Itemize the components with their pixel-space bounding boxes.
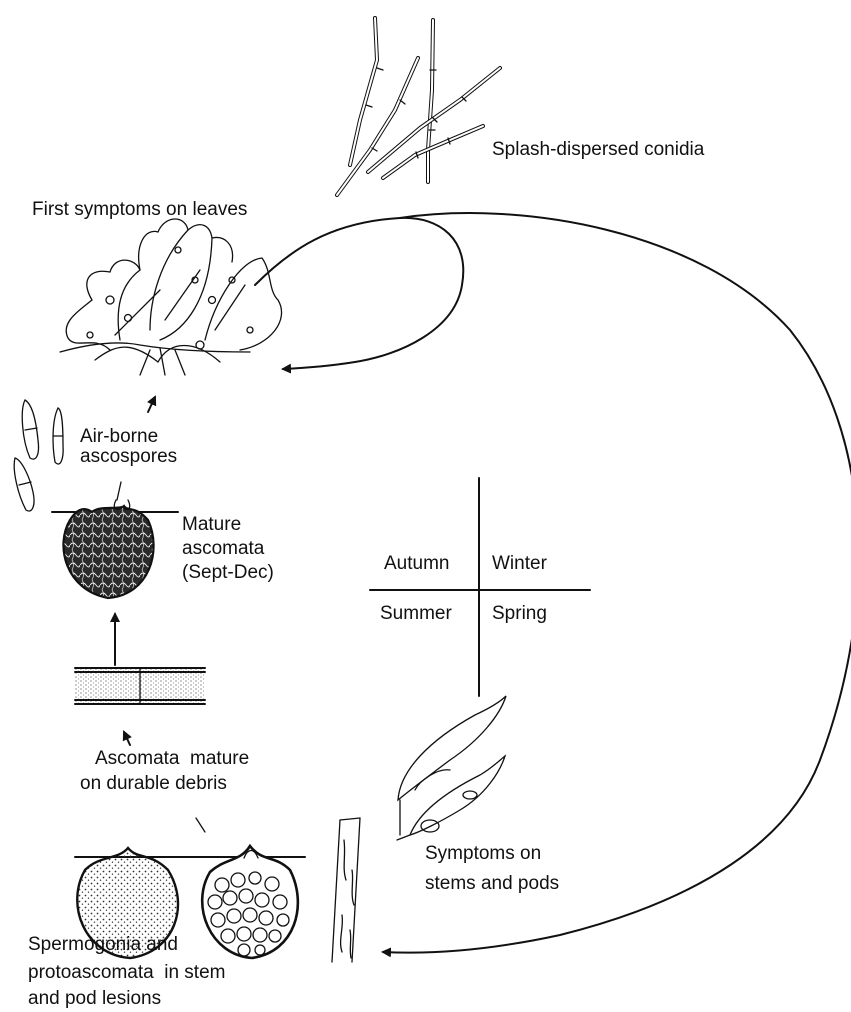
mature-ascomata-line1: Mature bbox=[182, 514, 241, 536]
debris-label-line2: on durable debris bbox=[80, 773, 227, 795]
stems-label-line1: Symptoms on bbox=[425, 843, 541, 865]
airborne-label-line2: ascospores bbox=[80, 446, 177, 468]
debris-label-line1: Ascomata mature bbox=[95, 748, 249, 770]
spermogonia-label-line3: and pod lesions bbox=[28, 988, 161, 1010]
conidia-icon bbox=[337, 18, 500, 195]
ascoma-icon bbox=[52, 500, 178, 598]
arrow-to-debris bbox=[124, 732, 130, 745]
stem-icon bbox=[332, 818, 360, 962]
conidia-label: Splash-dispersed conidia bbox=[492, 139, 704, 161]
arrow-to-plant bbox=[148, 397, 155, 412]
season-spring: Spring bbox=[492, 603, 547, 625]
protoascoma-icon bbox=[202, 846, 298, 958]
airborne-label-line1: Air-borne bbox=[80, 426, 158, 448]
spermogonia-label-line2: protoascomata in stem bbox=[28, 962, 225, 984]
pod-icon bbox=[397, 696, 506, 840]
plant-icon bbox=[60, 219, 282, 375]
stems-label-line2: stems and pods bbox=[425, 873, 559, 895]
cycle-arc bbox=[383, 213, 851, 953]
mature-ascomata-line3: (Sept-Dec) bbox=[182, 562, 274, 584]
season-summer: Summer bbox=[380, 603, 452, 625]
season-autumn: Autumn bbox=[384, 553, 449, 575]
first-symptoms-label: First symptoms on leaves bbox=[32, 199, 247, 221]
mature-ascomata-line2: ascomata bbox=[182, 538, 264, 560]
debris-stem-icon bbox=[75, 668, 205, 704]
return-arc bbox=[255, 218, 463, 369]
ascospore-icon bbox=[14, 400, 63, 511]
season-winter: Winter bbox=[492, 553, 547, 575]
spermogonia-label-line1: Spermogonia and bbox=[28, 934, 178, 956]
